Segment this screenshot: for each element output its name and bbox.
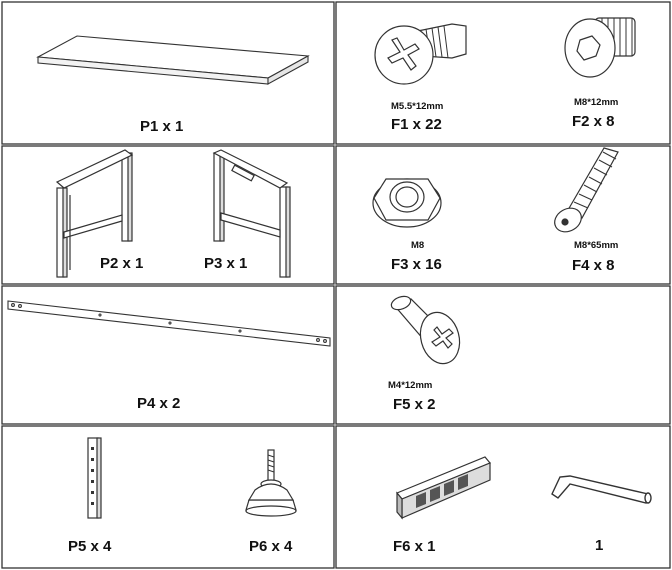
f5-screw-drawing: [390, 295, 461, 365]
p6-label: P6 x 4: [249, 538, 293, 555]
f4-bolt-drawing: [554, 147, 619, 233]
p3-frame-drawing: [212, 149, 291, 278]
f2-spec: M8*12mm: [574, 97, 619, 108]
f5-spec: M4*12mm: [388, 380, 433, 391]
f6-label: F6 x 1: [393, 538, 436, 555]
f3-nut-drawing: [372, 178, 442, 228]
f3-spec: M8: [411, 240, 425, 251]
f1-screw-drawing: [374, 23, 467, 85]
f4-spec: M8*65mm: [574, 240, 619, 251]
f2-bolt-drawing: [564, 17, 636, 78]
f4-label: F4 x 8: [572, 257, 615, 274]
f5-label: F5 x 2: [393, 396, 436, 413]
hex-key-drawing: [551, 475, 652, 504]
f2-label: F2 x 8: [572, 113, 615, 130]
f6-switch-panel-drawing: [396, 456, 491, 520]
p3-label: P3 x 1: [204, 255, 248, 272]
f1-spec: M5.5*12mm: [391, 101, 444, 112]
f1-label: F1 x 22: [391, 116, 442, 133]
p1-tabletop-drawing: [36, 35, 310, 85]
p1-label: P1 x 1: [140, 118, 184, 135]
p5-label: P5 x 4: [68, 538, 112, 555]
p2-frame-drawing: [55, 149, 134, 278]
p6-foot-drawing: [245, 449, 297, 517]
p5-upright-drawing: [87, 437, 102, 519]
p2-label: P2 x 1: [100, 255, 144, 272]
p4-bar-drawing: [7, 300, 331, 347]
p4-label: P4 x 2: [137, 395, 181, 412]
f3-label: F3 x 16: [391, 256, 442, 273]
hex-key-label: 1: [595, 537, 604, 554]
